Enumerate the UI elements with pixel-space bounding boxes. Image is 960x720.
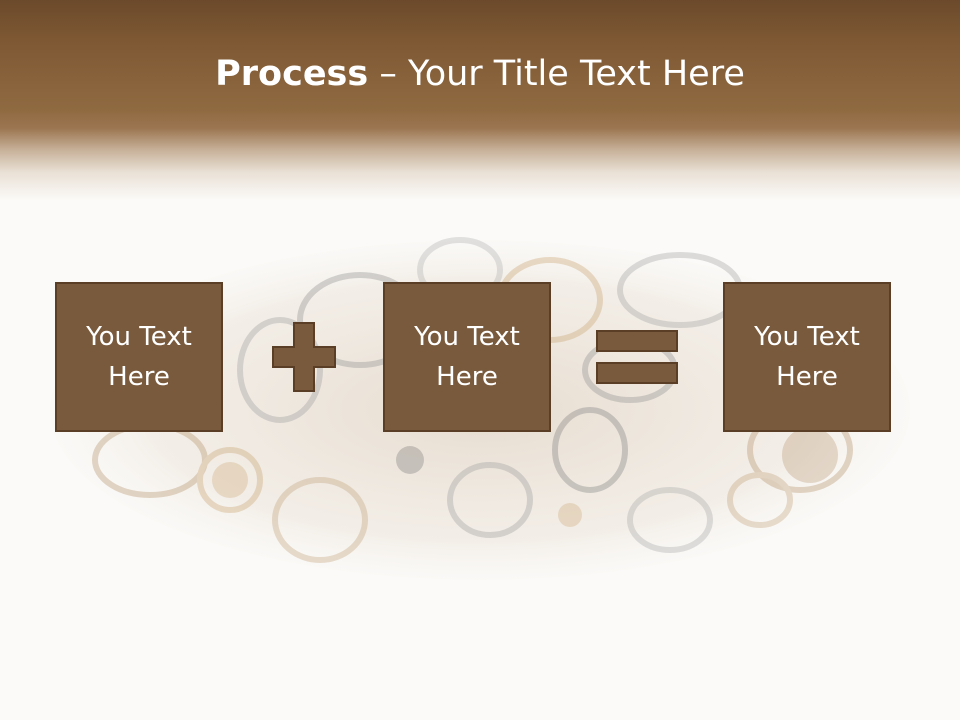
slide-title: Process – Your Title Text Here xyxy=(0,52,960,96)
process-box-2-text: You Text Here xyxy=(414,322,520,392)
process-box-3[interactable]: You Text Here xyxy=(723,282,891,432)
equals-icon xyxy=(596,330,678,384)
title-rest: – Your Title Text Here xyxy=(368,54,745,94)
process-box-3-text: You Text Here xyxy=(754,322,860,392)
plus-icon xyxy=(272,322,336,392)
title-bold: Process xyxy=(215,54,369,94)
process-box-1-text: You Text Here xyxy=(86,322,192,392)
process-box-1[interactable]: You Text Here xyxy=(55,282,223,432)
process-box-2[interactable]: You Text Here xyxy=(383,282,551,432)
title-band xyxy=(0,0,960,200)
